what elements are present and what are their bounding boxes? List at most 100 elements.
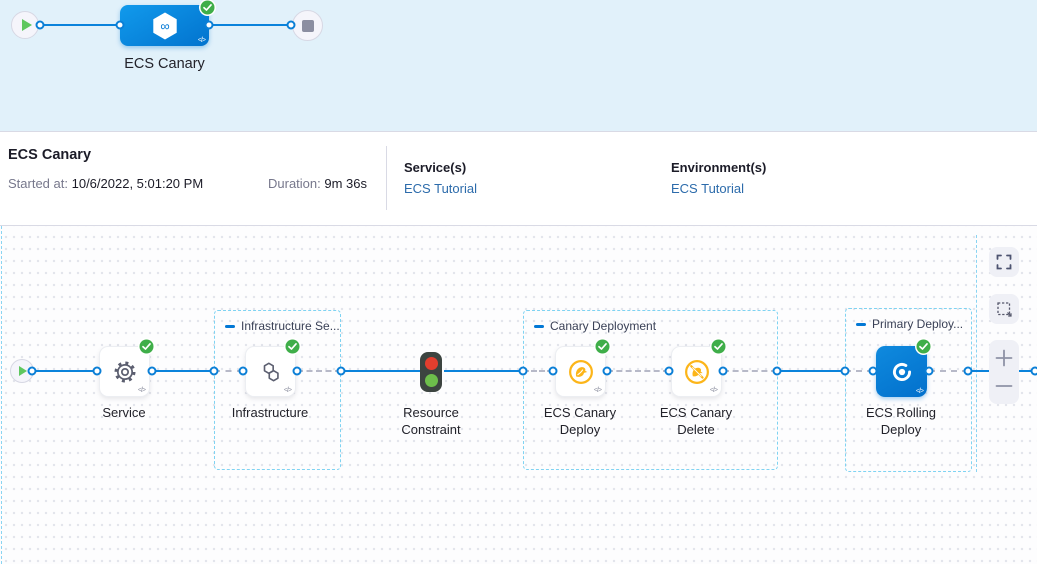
connector-line [444,370,523,372]
canary-icon [568,359,593,384]
connector-line [32,370,97,372]
group-canary-deployment[interactable]: Canary Deployment [523,310,778,470]
connector-port [963,366,973,376]
environments-block: Environment(s) ECS Tutorial [671,160,766,196]
success-check-icon [710,338,727,355]
stage-node-ecs-canary[interactable]: ∞ </> [120,5,209,46]
connector-port [286,20,296,30]
harness-deploy-stage-icon: ∞ [152,12,177,39]
yaml-code-icon: </> [915,388,924,395]
canary-delete-icon [684,359,709,384]
connector-line [152,370,214,372]
connector-port [204,20,214,30]
marquee-select-icon [996,301,1012,317]
red-light [424,356,438,370]
zoom-controls [989,340,1019,404]
gear-icon [113,360,136,383]
step-label: Infrastructure [231,405,309,420]
connector-line-dashed [723,370,777,372]
group-label: Canary Deployment [550,319,657,333]
connector-line-dashed [845,370,873,372]
services-block: Service(s) ECS Tutorial [404,160,477,196]
collapse-group-icon[interactable] [225,324,235,328]
connector-port [336,366,346,376]
environment-link[interactable]: ECS Tutorial [671,181,744,196]
service-link[interactable]: ECS Tutorial [404,181,477,196]
pipeline-title: ECS Canary [8,147,92,163]
connector-port [548,366,558,376]
success-check-icon [594,338,611,355]
connector-port [772,366,782,376]
success-check-icon [915,338,932,355]
plus-icon [995,349,1013,367]
connector-port [115,20,125,30]
stop-icon [301,19,314,32]
pipeline-start-button[interactable] [11,11,39,39]
connector-port [840,366,850,376]
yaml-code-icon: </> [593,387,602,394]
group-primary-deployment[interactable]: Primary Deploy... [845,308,972,472]
pipeline-end-button[interactable] [292,10,323,41]
connector-port [1030,366,1037,376]
connector-port [147,366,157,376]
execution-graph-canvas[interactable]: Infrastructure Se... Canary Deployment P… [0,226,1037,564]
play-icon [19,366,27,376]
connector-line [40,24,121,26]
collapse-group-icon[interactable] [534,324,544,328]
svg-text:∞: ∞ [160,18,169,33]
connector-line [777,370,845,372]
ecs-icon [892,362,911,381]
stage-name-label: ECS Canary [124,56,205,72]
connector-port [238,366,248,376]
connector-port [209,366,219,376]
duration: Duration: 9m 36s [268,176,368,191]
started-at: Started at: 10/6/2022, 5:01:20 PM [8,176,204,191]
connector-line [209,24,291,26]
hexagons-icon [263,362,279,381]
yaml-code-icon: </> [709,387,718,394]
zoom-in-button[interactable] [993,347,1015,369]
connector-port [664,366,674,376]
green-light [424,374,438,388]
yaml-code-icon: </> [197,37,206,44]
group-infrastructure-section[interactable]: Infrastructure Se... [214,310,341,470]
group-label: Infrastructure Se... [241,319,340,333]
step-label: ECS Rolling Deploy [865,405,937,437]
connector-port [292,366,302,376]
step-node-infrastructure[interactable]: </> [245,346,296,397]
connector-line [341,370,420,372]
step-node-ecs-rolling-deploy[interactable]: </> [876,346,927,397]
environments-heading: Environment(s) [671,160,767,175]
connector-line-dashed [523,370,553,372]
connector-port [518,366,528,376]
connector-port [924,366,934,376]
services-heading: Service(s) [404,160,467,175]
duration-value: 9m 36s [324,176,368,191]
collapse-group-icon[interactable] [856,322,866,326]
connector-line-dashed [607,370,669,372]
traffic-light-icon[interactable] [420,352,442,392]
step-node-service[interactable]: </> [99,346,150,397]
divider [386,146,387,210]
step-label: ECS Canary Delete [659,405,733,437]
step-node-ecs-canary-deploy[interactable]: </> [555,346,606,397]
connector-line-dashed [214,370,243,372]
fullscreen-button[interactable] [989,247,1019,277]
yaml-code-icon: </> [137,387,146,394]
zoom-out-button[interactable] [993,375,1015,397]
success-check-icon [284,338,301,355]
step-label: ECS Canary Deploy [543,405,617,437]
stage-graph-banner: ∞ </> ECS Canary [0,0,1037,131]
step-label: Service [102,405,146,420]
minus-icon [995,385,1013,388]
marquee-select-button[interactable] [989,294,1019,324]
yaml-code-icon: </> [283,387,292,394]
connector-line-dashed [929,370,968,372]
execution-summary-bar: ECS Canary Started at: 10/6/2022, 5:01:2… [0,131,1037,226]
play-icon [21,19,32,31]
started-at-value: 10/6/2022, 5:01:20 PM [71,176,204,191]
connector-port [868,366,878,376]
connector-line-dashed [297,370,341,372]
connector-port [602,366,612,376]
